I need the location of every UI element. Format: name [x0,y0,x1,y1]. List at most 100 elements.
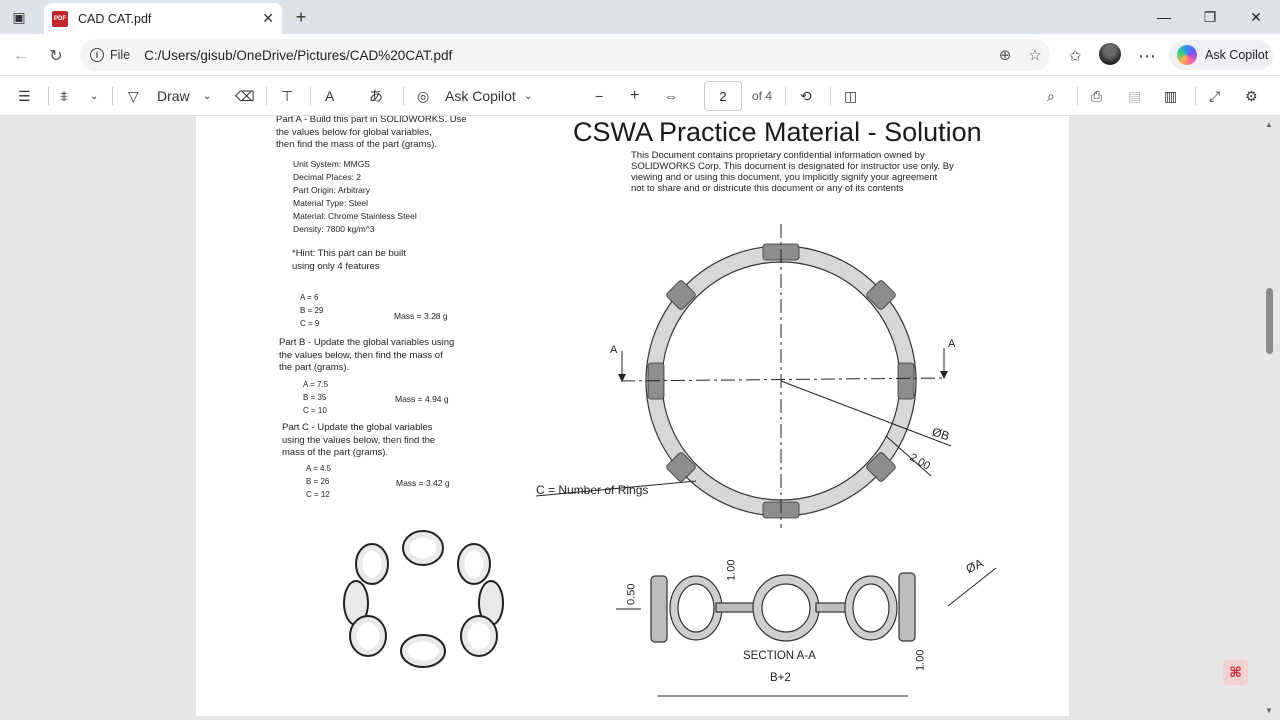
favorites-icon[interactable]: ✩ [1068,48,1082,65]
address-bar[interactable]: i File C:/Users/gisub/OneDrive/Pictures/… [80,39,1050,71]
refresh-icon[interactable]: ↻ [49,48,63,65]
address-scheme: File [110,48,131,62]
divider [830,87,831,105]
var-line: B = 26 [306,477,330,486]
text-line: then find the mass of the part (grams). [276,139,438,150]
var-line: C = 12 [306,490,330,499]
close-window-icon[interactable]: ✕ [1250,8,1262,25]
text-line: using the values below, then find the [282,434,436,446]
text-line: the values below, then find the mass of [279,349,443,361]
print-icon[interactable]: ⎙ [1091,87,1103,104]
divider [1077,87,1078,105]
save-as-icon[interactable]: ▥ [1164,87,1178,104]
new-tab-icon[interactable]: + [295,6,307,27]
spec-line: Density: 7800 kg/m^3 [293,224,375,234]
scrollbar-thumb[interactable] [1266,288,1273,354]
vertical-scrollbar[interactable]: ▲ ▼ [1262,116,1280,720]
profile-avatar[interactable] [1099,43,1121,65]
text-line: *Hint: This part can be built [292,248,406,259]
page-number-input[interactable]: 2 [704,81,742,111]
var-line: C = 9 [300,319,320,328]
var-line: A = 6 [300,293,319,302]
address-url[interactable]: C:/Users/gisub/OneDrive/Pictures/CAD%20C… [144,47,453,63]
zoom-in-icon[interactable]: + [630,87,640,104]
text-line: mass of the part (grams). [282,447,389,458]
spec-line: Unit System: MMGS [293,159,370,169]
divider [266,87,267,105]
text-line: Part B - Update the global variables usi… [279,337,455,348]
dim-050-label: 0.50 [625,583,638,605]
dim-100-right-label: 1.00 [914,649,927,671]
draw-icon[interactable]: ▽ [128,87,139,104]
ask-copilot-button[interactable]: Ask Copilot [1169,40,1273,70]
part-a-vars: A = 6 B = 29 C = 9 [300,291,323,330]
var-line: A = 4.5 [306,464,332,473]
tab-title: CAD CAT.pdf [78,11,152,26]
part-a-mass: Mass = 3.28 g [394,311,448,321]
part-c-mass: Mass = 3.42 g [396,478,450,488]
tab-actions-icon[interactable]: ▣ [12,8,26,25]
part-c-intro: Part C - Update the global variables usi… [282,422,435,460]
text-line: not to share and or districute this docu… [631,183,904,194]
browser-tab[interactable]: PDF CAD CAT.pdf ✕ [44,3,282,34]
read-aloud-icon[interactable]: A [325,88,335,104]
divider [112,87,113,105]
rings-label: C = Number of Rings [536,483,649,497]
scroll-down-icon[interactable]: ▼ [1265,706,1273,715]
browser-title-bar: ▣ PDF CAD CAT.pdf ✕ + — ❐ ✕ [0,0,1280,34]
fit-width-icon[interactable]: ⇔ [664,88,678,104]
part-b-mass: Mass = 4.94 g [395,394,449,404]
zoom-icon[interactable]: ⊕ [998,47,1012,64]
pdf-viewer[interactable]: Part A - Build this part in SOLIDWORKS. … [0,116,1280,720]
spec-line: Material: Chrome Stainless Steel [293,211,417,221]
spec-line: Part Origin: Arbitrary [293,185,370,195]
copilot-dropdown-icon[interactable]: ⌄ [524,90,533,102]
back-arrow-icon[interactable]: ← [13,47,29,64]
specs-list: Unit System: MMGS Decimal Places: 2 Part… [293,158,417,236]
document-title: CSWA Practice Material - Solution [573,117,982,147]
ask-copilot-pdf-label[interactable]: Ask Copilot [445,88,516,104]
section-a-a-label: SECTION A-A [743,650,816,662]
translate-icon[interactable]: あ [369,88,383,104]
fullscreen-icon[interactable]: ⤢ [1209,87,1221,104]
text-line: Part A - Build this part in SOLIDWORKS. … [276,116,467,125]
search-icon[interactable]: ⌕ [1047,87,1055,104]
restore-icon[interactable]: ❐ [1203,8,1217,25]
section-marker-left: A [610,344,618,356]
draw-label[interactable]: Draw [157,88,190,104]
contents-list-icon[interactable]: ☰ [18,87,31,104]
close-tab-icon[interactable]: ✕ [262,10,274,26]
zoom-out-icon[interactable]: − [595,88,604,104]
highlight-dropdown-icon[interactable]: ⌄ [90,90,99,102]
save-icon[interactable]: ▤ [1128,87,1142,104]
minimize-icon[interactable]: — [1157,9,1171,25]
settings-gear-icon[interactable]: ⚙ [1245,87,1258,104]
favorite-star-icon[interactable]: ☆ [1028,47,1042,64]
var-line: B = 29 [300,306,324,315]
eraser-icon[interactable]: ⌫ [235,87,255,104]
divider [785,87,786,105]
dim-b2-label: B+2 [770,672,791,684]
hint-text: *Hint: This part can be built using only… [292,248,406,273]
var-line: A = 7.5 [303,380,329,389]
text-line: the part (grams). [279,362,350,373]
pdf-toolbar: ☰ ⩨ ⌄ ▽ Draw ⌄ ⌫ ⊤ A あ ◎ Ask Copilot ⌄ −… [0,76,1280,116]
page-view-icon[interactable]: ◫ [844,87,858,104]
copilot-pdf-icon[interactable]: ◎ [417,87,430,104]
text-line: viewing and or using this document, you … [631,172,938,183]
section-marker-right: A [948,338,956,350]
info-icon[interactable]: i [90,48,104,62]
text-box-icon[interactable]: ⊤ [281,87,294,104]
more-menu-icon[interactable]: ⋯ [1138,45,1156,66]
technical-drawing [343,224,997,697]
spec-line: Decimal Places: 2 [293,172,362,182]
page-total: of 4 [752,89,773,103]
text-line: the values below for global variables, [276,126,432,138]
adobe-acrobat-icon[interactable]: ⌘ [1223,660,1248,685]
pdf-page: Part A - Build this part in SOLIDWORKS. … [196,116,1069,716]
highlight-icon[interactable]: ⩨ [60,87,68,104]
scroll-up-icon[interactable]: ▲ [1265,120,1273,129]
draw-dropdown-icon[interactable]: ⌄ [203,90,212,102]
copilot-logo-icon [1177,45,1197,65]
rotate-icon[interactable]: ⟲ [800,87,812,104]
